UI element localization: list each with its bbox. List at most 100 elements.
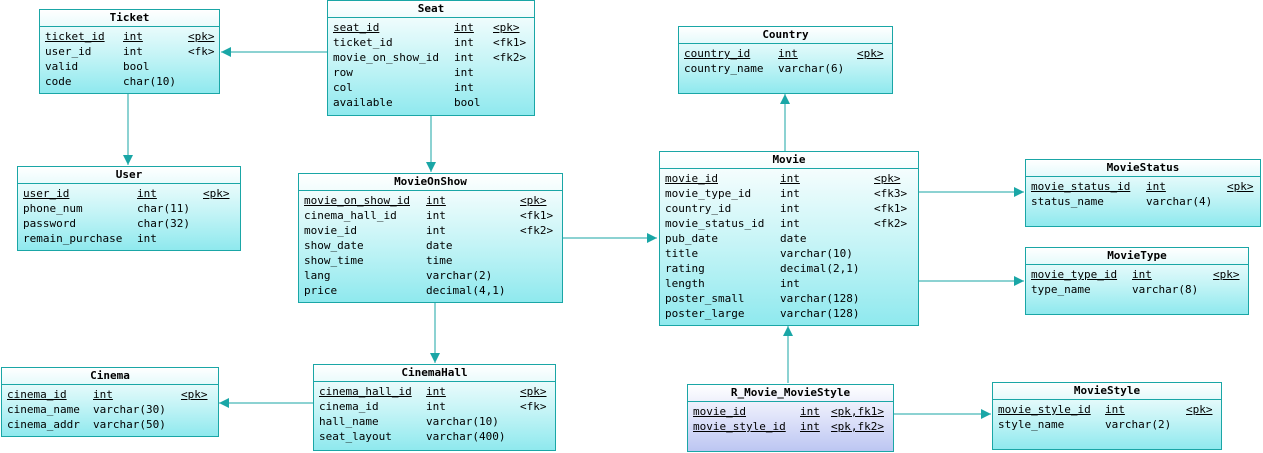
column-name: user_id <box>45 45 92 58</box>
column-type: int <box>454 66 474 79</box>
column-name: price <box>304 284 338 297</box>
column-name: movie_type_id <box>665 187 752 200</box>
column-type: int <box>800 420 820 433</box>
column-row: movie_type_id int <pk> <box>1031 267 1243 282</box>
column-key: <pk,fk1> <box>831 405 884 418</box>
column-type: int <box>426 385 446 398</box>
column-name: country_id <box>684 47 751 60</box>
column-type: int <box>780 202 800 215</box>
entity-title: MovieType <box>1026 248 1248 265</box>
column-key: <pk,fk2> <box>831 420 884 433</box>
column-type: varchar(400) <box>426 430 506 443</box>
column-type: int <box>1105 403 1125 416</box>
column-type: varchar(30) <box>93 403 166 416</box>
column-type: bool <box>454 96 481 109</box>
column-name: movie_id <box>304 224 357 237</box>
column-name: poster_large <box>665 307 745 320</box>
column-type: int <box>93 388 113 401</box>
column-key: <pk> <box>203 187 230 200</box>
column-type: varchar(10) <box>426 415 499 428</box>
column-type: bool <box>123 60 150 73</box>
entity-movietype[interactable]: MovieType movie_type_id int <pk> type_name… <box>1025 247 1249 315</box>
column-key: <pk> <box>1213 268 1240 281</box>
column-key: <fk2> <box>493 51 527 64</box>
column-type: int <box>1132 268 1152 281</box>
column-name: password <box>23 217 76 230</box>
column-type: int <box>800 405 820 418</box>
column-name: ticket_id <box>45 30 105 43</box>
column-name: movie_id <box>693 405 746 418</box>
column-type: varchar(4) <box>1146 195 1213 208</box>
column-name: cinema_hall_id <box>319 385 412 398</box>
column-key: <pk> <box>857 47 884 60</box>
column-row: movie_id int <pk,fk1> <box>693 404 888 419</box>
column-type: int <box>123 30 143 43</box>
column-name: pub_date <box>665 232 718 245</box>
column-key: <fk3> <box>874 187 908 200</box>
entity-title: MovieStatus <box>1026 160 1260 177</box>
column-type: varchar(50) <box>93 418 166 431</box>
column-key: <fk> <box>520 400 547 413</box>
column-key: <fk> <box>188 45 215 58</box>
column-type: int <box>137 187 157 200</box>
column-name: movie_type_id <box>1031 268 1118 281</box>
column-type: int <box>426 224 446 237</box>
column-name: title <box>665 247 699 260</box>
column-type: char(32) <box>137 217 190 230</box>
column-name: cinema_id <box>319 400 379 413</box>
column-name: col <box>333 81 353 94</box>
column-name: show_time <box>304 254 364 267</box>
column-row: password char(32) <box>23 216 235 231</box>
entity-title: MovieOnShow <box>299 174 562 191</box>
column-type: varchar(8) <box>1132 283 1199 296</box>
column-name: remain_purchase <box>23 232 123 245</box>
column-key: <fk2> <box>874 217 908 230</box>
column-name: movie_style_id <box>998 403 1091 416</box>
column-type: varchar(2) <box>1105 418 1172 431</box>
column-name: movie_on_show_id <box>333 51 439 64</box>
column-type: int <box>780 187 800 200</box>
column-name: movie_on_show_id <box>304 194 410 207</box>
entity-title: Cinema <box>2 368 218 385</box>
entity-title: Country <box>679 27 892 44</box>
column-type: varchar(2) <box>426 269 493 282</box>
column-name: movie_id <box>665 172 718 185</box>
entity-title: Seat <box>328 1 534 18</box>
